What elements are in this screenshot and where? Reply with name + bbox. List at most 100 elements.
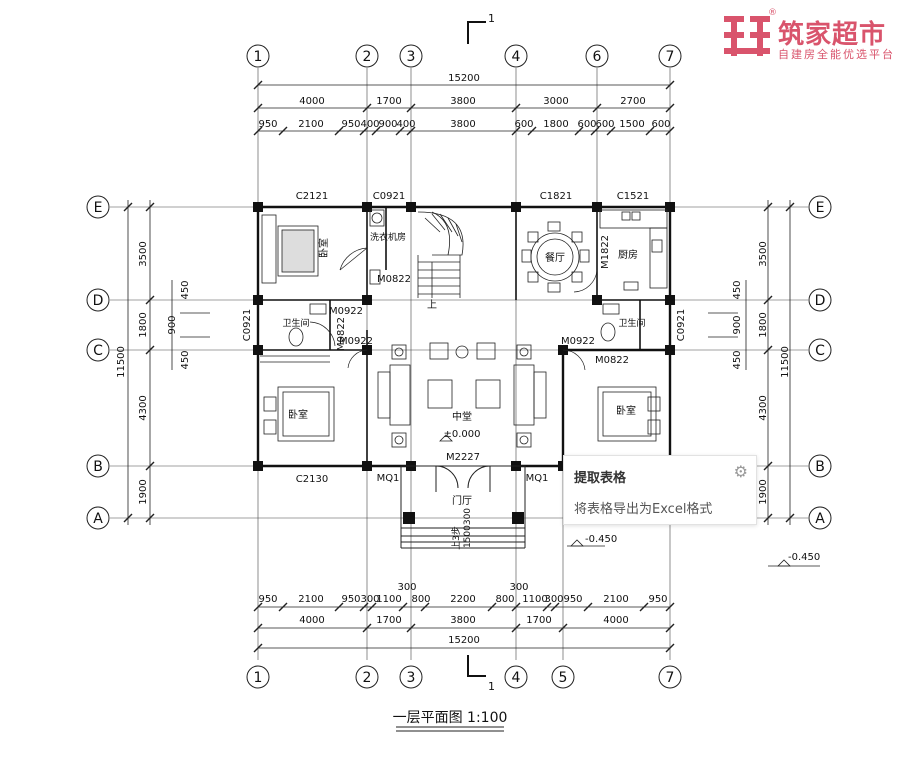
section-number-top: 1 <box>488 12 495 25</box>
room-foyer: 门厅 <box>452 494 472 507</box>
axis-label-2-bottom: 2 <box>363 670 372 686</box>
axis-label-E-right: E <box>816 200 825 216</box>
dim-top-mid: 3800 <box>450 96 475 107</box>
dim-bottom-fine: 800 <box>411 594 430 605</box>
interior-walls <box>258 207 670 466</box>
axis-label-C-right: C <box>815 343 825 359</box>
axis-label-C: C <box>93 343 103 359</box>
dim-top-fine: 1500 <box>619 119 644 130</box>
elevation-outside-2: -0.450 <box>788 552 820 563</box>
window-label: C0921 <box>676 309 687 341</box>
room-bedroom-1: 卧室 <box>317 238 330 258</box>
door-swings <box>309 247 598 371</box>
axis-label-2: 2 <box>363 49 372 65</box>
dim-bottom-mid: 4000 <box>603 615 628 626</box>
dimension-text: 15200 4000 1700 3800 3000 2700 950 2100 … <box>258 73 670 646</box>
dim-right-small: 450 <box>732 280 743 299</box>
top-dimension-lines <box>253 80 675 136</box>
dim-right-small: 450 <box>732 350 743 369</box>
dim-top-mid: 1700 <box>376 96 401 107</box>
dim-top-fine: 1800 <box>543 119 568 130</box>
popup-description[interactable]: 将表格导出为Excel格式 <box>574 502 713 517</box>
axis-label-1: 1 <box>254 49 263 65</box>
axis-labels: 1 2 3 4 6 7 1 2 3 4 5 7 E D C B A E D C … <box>93 49 826 686</box>
dim-bottom-fine: 2100 <box>603 594 628 605</box>
dim-bottom-300: 300 <box>397 582 416 593</box>
door-label: M1822 <box>600 235 611 269</box>
elevation-markers <box>567 539 820 567</box>
dining-table <box>521 221 590 293</box>
axis-label-3: 3 <box>407 49 416 65</box>
dim-left: 4300 <box>138 395 149 420</box>
bathroom-fixtures <box>288 209 620 347</box>
door-label: MQ1 <box>377 473 400 484</box>
bed-southeast <box>597 386 661 442</box>
dim-bottom-mid: 1700 <box>376 615 401 626</box>
window-label: C2121 <box>296 191 328 202</box>
axis-label-7-bottom: 7 <box>666 670 675 686</box>
side-dimension-text: 3500 1800 4300 1900 11500 450 900 450 35… <box>116 241 791 504</box>
room-labels: 卧室 洗衣机房 餐厅 厨房 卫生间 卫生间 卧室 卧室 中堂 门厅 ±0.000… <box>282 231 645 550</box>
opening-labels: C2121 C0921 C1821 C1521 C0921 C0921 C213… <box>242 191 687 485</box>
dim-bottom-fine: 300 <box>544 594 563 605</box>
axis-label-6: 6 <box>593 49 602 65</box>
room-hall: 中堂 <box>452 410 472 423</box>
bed-master <box>261 214 319 284</box>
dim-right: 4300 <box>758 395 769 420</box>
extract-table-popup[interactable]: 提取表格 ⚙ 将表格导出为Excel格式 <box>563 455 757 525</box>
dim-bottom-total: 15200 <box>448 635 480 646</box>
room-bedroom-3: 卧室 <box>616 404 636 417</box>
room-laundry: 洗衣机房 <box>370 231 406 243</box>
room-bedroom-2: 卧室 <box>288 408 308 421</box>
dim-bottom-300: 300 <box>509 582 528 593</box>
brand-logo[interactable]: ® 筑家超市 自建房全能优选平台 <box>722 8 897 62</box>
room-kitchen: 厨房 <box>618 248 638 261</box>
dim-left-total: 11500 <box>116 346 127 378</box>
window-label: C1521 <box>617 191 649 202</box>
steps-note: 上3步 <box>451 526 462 550</box>
dim-bottom-mid: 4000 <box>299 615 324 626</box>
popup-title[interactable]: 提取表格 <box>574 471 627 486</box>
door-label: M0822 <box>595 355 629 366</box>
door-label: M0822 <box>336 317 347 351</box>
registered-mark: ® <box>768 8 777 18</box>
axis-lines <box>110 68 808 660</box>
dim-left-small: 450 <box>180 280 191 299</box>
dim-bottom-mid: 3800 <box>450 615 475 626</box>
dim-bottom-fine: 950 <box>648 594 667 605</box>
dim-top-fine: 600 <box>577 119 596 130</box>
dim-right-small: 900 <box>732 315 743 334</box>
dim-top-fine: 2100 <box>298 119 323 130</box>
gear-icon[interactable]: ⚙ <box>733 462 748 481</box>
dim-bottom-fine: 950 <box>258 594 277 605</box>
dim-bottom-fine: 300 <box>360 594 379 605</box>
dim-top-fine: 3800 <box>450 119 475 130</box>
dim-left: 1900 <box>138 479 149 504</box>
axis-label-A: A <box>93 511 103 527</box>
dim-bottom-fine: 2100 <box>298 594 323 605</box>
axis-label-1-bottom: 1 <box>254 670 263 686</box>
elevation-outside-1: -0.450 <box>585 534 617 545</box>
dim-top-fine: 600 <box>514 119 533 130</box>
spiral-staircase <box>417 211 464 298</box>
bed-southwest <box>260 355 335 442</box>
drawing-caption: 一层平面图 1:100 <box>393 710 508 726</box>
dim-top-fine: 400 <box>396 119 415 130</box>
door-label: M0922 <box>329 306 363 317</box>
dim-top-fine: 400 <box>360 119 379 130</box>
logo-mark-icon <box>724 16 770 56</box>
window-label: C0921 <box>242 309 253 341</box>
bottom-dimension-lines <box>253 602 675 653</box>
dim-left-small: 900 <box>167 315 178 334</box>
elevation-labels: -0.450 -0.450 <box>585 534 820 563</box>
dim-right: 3500 <box>758 241 769 266</box>
stairs-up-label: 上 <box>427 299 437 311</box>
dim-right: 1800 <box>758 312 769 337</box>
door-label: MQ1 <box>526 473 549 484</box>
dim-top-fine: 600 <box>651 119 670 130</box>
room-bathroom-2: 卫生间 <box>618 317 645 329</box>
dim-bottom-fine: 950 <box>563 594 582 605</box>
hall-sofas <box>377 342 547 448</box>
door-label: M0822 <box>377 274 411 285</box>
dim-bottom-mid: 1700 <box>526 615 551 626</box>
